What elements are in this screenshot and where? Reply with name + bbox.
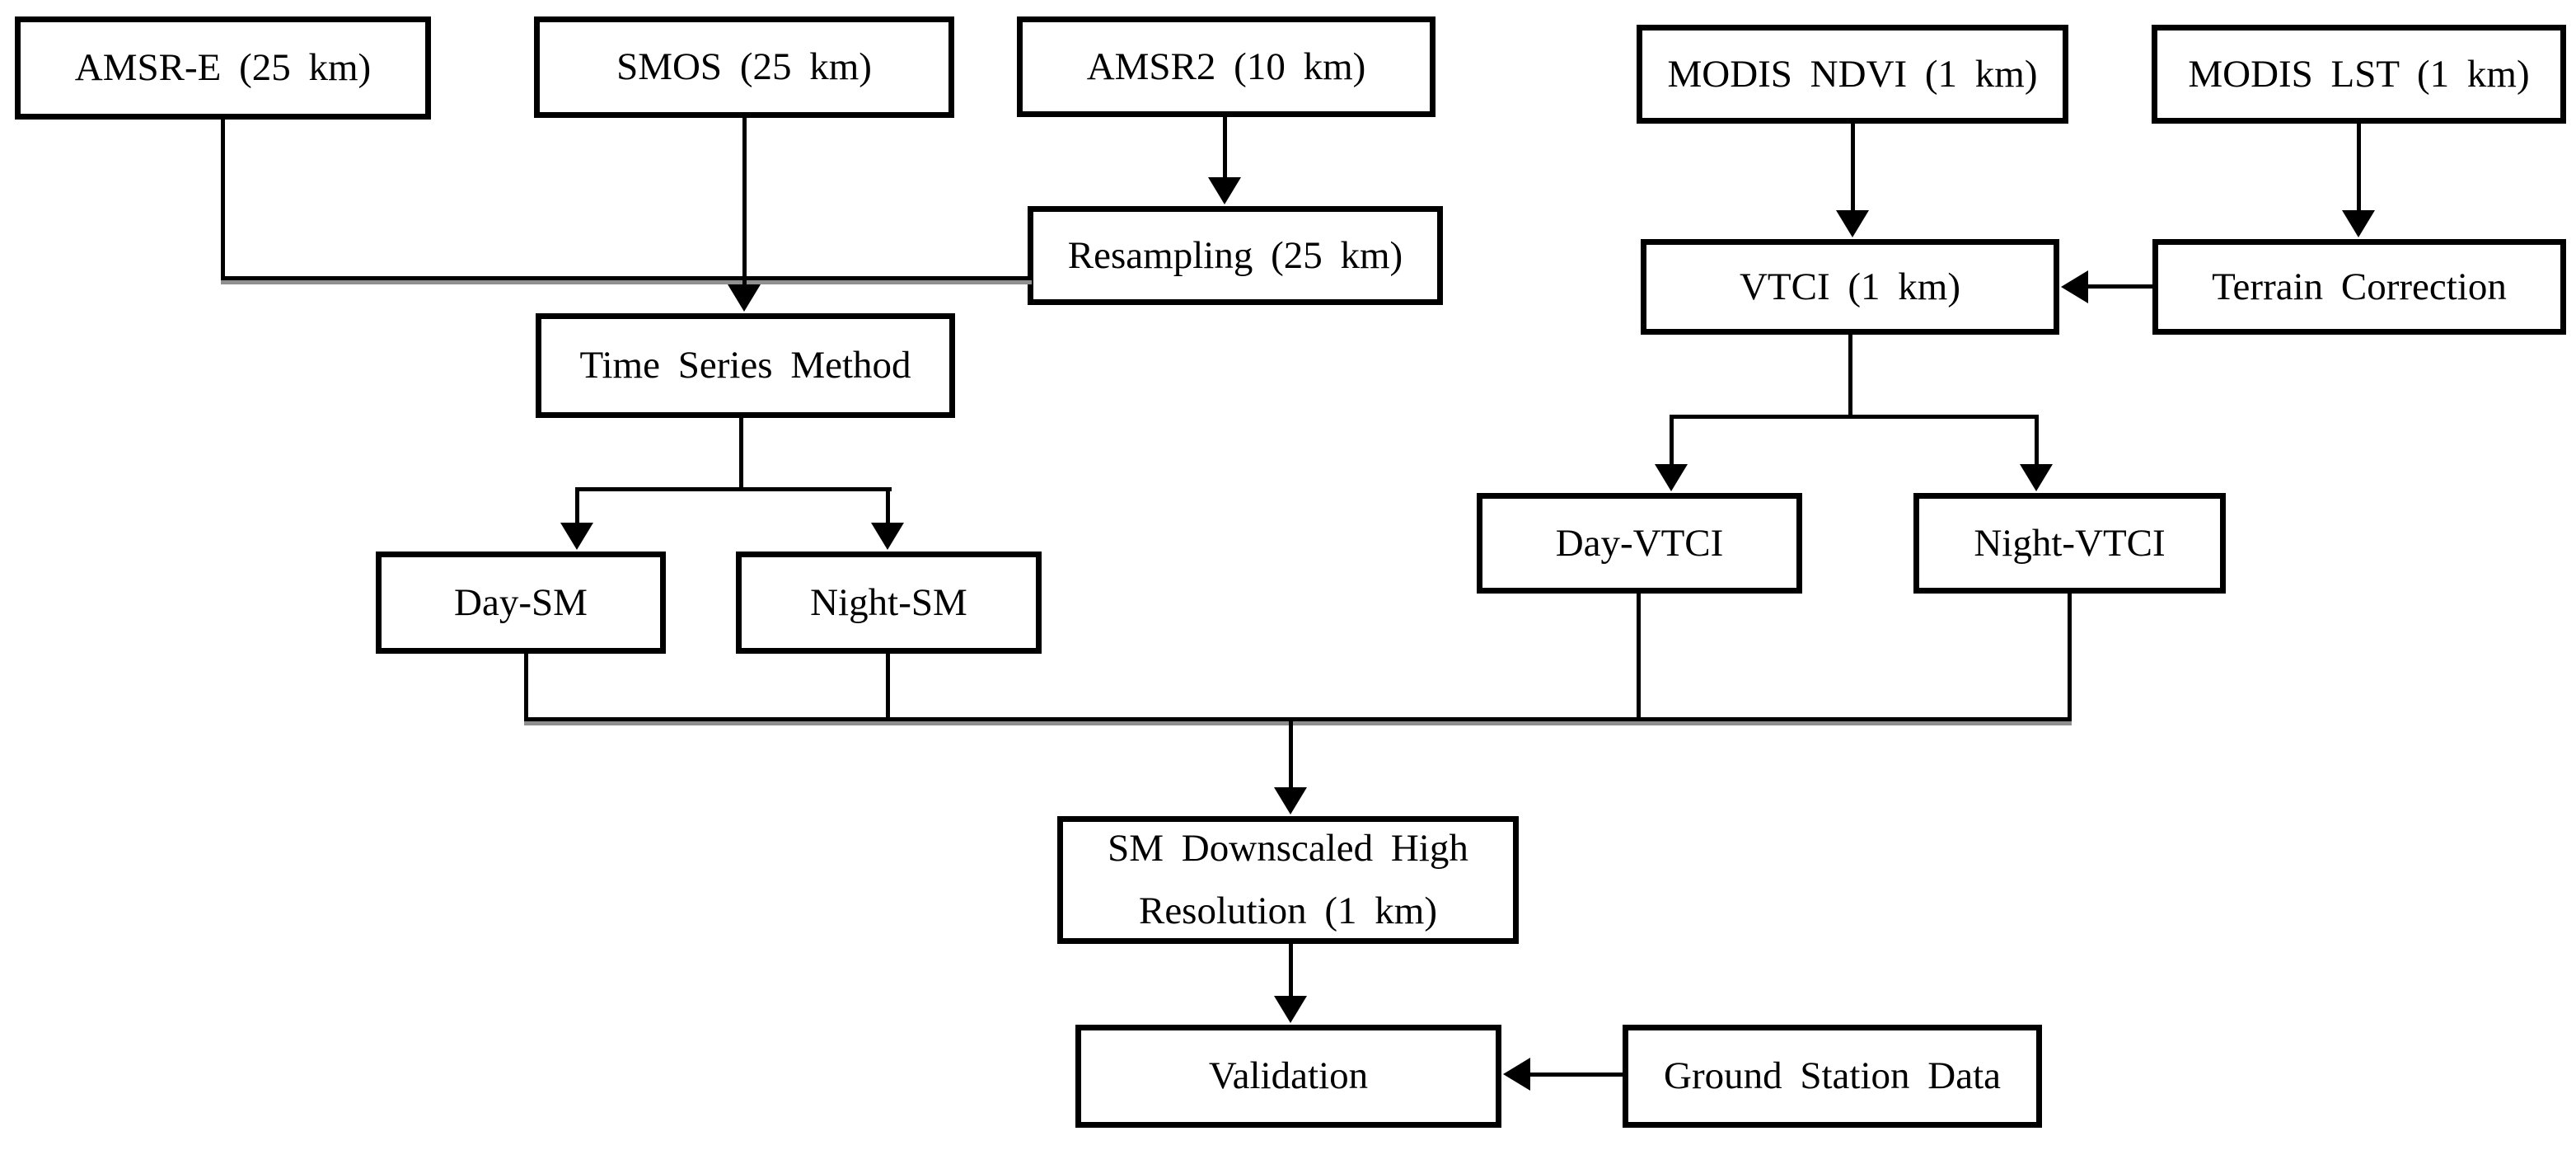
connector-night-vtci-drop [2068, 592, 2072, 721]
arrow-down-into-night-vtci-icon [2020, 464, 2053, 491]
connector-junction-horizontal [221, 276, 1032, 280]
connector-tsm-down [739, 416, 743, 491]
connector-ndvi-to-vtci [1851, 122, 1855, 218]
connector-terrain-to-vtci [2087, 284, 2155, 289]
node-modis-ndvi: MODIS NDVI (1 km) [1637, 25, 2068, 124]
connector-branch-to-day-sm [575, 487, 579, 531]
node-day-vtci-label: Day-VTCI [1555, 521, 1724, 565]
node-resampling-label: Resampling (25 km) [1067, 233, 1403, 277]
connector-branch-to-day-vtci [1670, 415, 1674, 472]
connector-vtci-down [1848, 333, 1852, 419]
node-vtci: VTCI (1 km) [1641, 239, 2059, 335]
node-amsr2: AMSR2 (10 km) [1017, 16, 1436, 117]
connector-amsr-e-down [221, 118, 225, 280]
connector-vtci-branch [1670, 415, 2039, 419]
node-validation: Validation [1075, 1025, 1501, 1128]
connector-day-vtci-drop [1637, 592, 1641, 721]
node-night-vtci-label: Night-VTCI [1974, 521, 2166, 565]
node-sm-downscaled-high-resolution: SM Downscaled High Resolution (1 km) [1057, 816, 1519, 944]
node-terrain-correction: Terrain Correction [2152, 239, 2566, 335]
connector-tsm-branch [575, 487, 892, 491]
node-smos-label: SMOS (25 km) [616, 45, 872, 89]
node-night-sm: Night-SM [736, 552, 1042, 654]
connector-branch-to-night-sm [886, 487, 890, 531]
arrow-down-into-validation-icon [1274, 996, 1307, 1023]
node-day-sm-label: Day-SM [454, 580, 588, 624]
node-ground-station-data: Ground Station Data [1623, 1025, 2042, 1128]
arrow-down-into-vtci-icon [1836, 210, 1869, 237]
arrow-down-into-day-vtci-icon [1655, 464, 1688, 491]
connector-lst-to-terrain [2357, 122, 2361, 218]
arrow-left-into-validation-icon [1503, 1058, 1530, 1091]
arrow-down-into-day-sm-icon [560, 523, 593, 550]
node-time-series-method: Time Series Method [536, 313, 955, 418]
connector-day-sm-drop [524, 652, 528, 721]
node-validation-label: Validation [1208, 1054, 1369, 1098]
connector-branch-to-night-vtci [2035, 415, 2039, 472]
connector-ground-to-validation [1528, 1073, 1623, 1077]
connector-sm-to-validation [1289, 942, 1293, 1000]
arrow-down-into-terrain-icon [2342, 210, 2375, 237]
node-vtci-label: VTCI (1 km) [1739, 265, 1960, 308]
node-sm-downscaled-line2: Resolution (1 km) [1138, 889, 1438, 932]
arrow-left-into-vtci-icon [2061, 270, 2088, 303]
connector-smos-to-tsm [742, 116, 747, 292]
arrow-down-into-night-sm-icon [871, 523, 904, 550]
connector-bus-to-sm-downscaled [1289, 717, 1293, 790]
connector-merge-bus [524, 717, 2072, 721]
node-terrain-correction-label: Terrain Correction [2212, 265, 2507, 308]
arrow-down-into-sm-downscaled-icon [1274, 787, 1307, 814]
node-night-sm-label: Night-SM [810, 580, 967, 624]
node-amsr2-label: AMSR2 (10 km) [1086, 45, 1366, 88]
node-amsr-e-label: AMSR-E (25 km) [74, 46, 372, 90]
connector-amsr2-to-resampling [1223, 115, 1227, 185]
node-day-vtci: Day-VTCI [1477, 493, 1802, 594]
arrow-down-into-resampling-icon [1208, 177, 1241, 204]
arrow-down-into-tsm-icon [728, 284, 761, 312]
node-time-series-method-label: Time Series Method [579, 344, 911, 387]
node-modis-lst-label: MODIS LST (1 km) [2188, 52, 2530, 96]
connector-night-sm-drop [886, 652, 890, 721]
node-modis-lst: MODIS LST (1 km) [2152, 25, 2566, 124]
node-ground-station-data-label: Ground Station Data [1664, 1054, 2001, 1098]
node-modis-ndvi-label: MODIS NDVI (1 km) [1667, 52, 2038, 96]
node-day-sm: Day-SM [376, 552, 666, 654]
node-sm-downscaled-line1: SM Downscaled High [1108, 827, 1468, 871]
node-resampling: Resampling (25 km) [1028, 206, 1443, 305]
node-smos: SMOS (25 km) [534, 16, 954, 118]
node-amsr-e: AMSR-E (25 km) [15, 16, 431, 120]
node-night-vtci: Night-VTCI [1913, 493, 2226, 594]
